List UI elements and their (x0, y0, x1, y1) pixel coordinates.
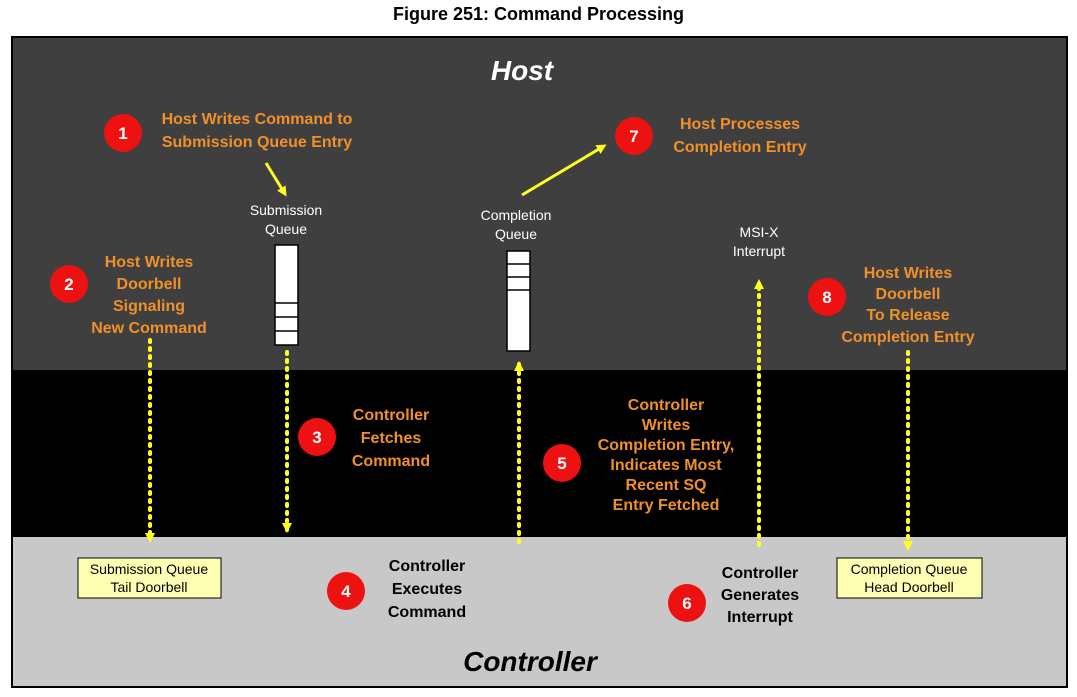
cq-head-doorbell-line2: Head Doorbell (864, 579, 954, 595)
step-1-line2: Submission Queue Entry (162, 134, 352, 151)
controller-title: Controller (463, 646, 599, 677)
cq-head-doorbell-line1: Completion Queue (851, 561, 968, 577)
step-8-line4: Completion Entry (841, 329, 974, 346)
completion-queue-label-line1: Completion (481, 207, 552, 223)
step-2-line3: Signaling (113, 298, 185, 315)
step-2-line2: Doorbell (117, 276, 182, 293)
figure-title: Figure 251: Command Processing (392, 4, 685, 24)
step-6-line1: Controller (722, 565, 798, 582)
step-7-line2: Completion Entry (673, 139, 806, 156)
step-2-number: 2 (64, 275, 73, 294)
step-8-badge (808, 278, 846, 316)
step-5-line6: Entry Fetched (613, 497, 720, 514)
step-2-line1: Host Writes (105, 254, 194, 271)
sq-tail-doorbell-line1: Submission Queue (90, 561, 209, 577)
step-6-line2: Generates (721, 587, 799, 604)
step-5-number: 5 (557, 454, 566, 473)
step-2-line4: New Command (91, 320, 207, 337)
step-7: 7 Host Processes Completion Entry (615, 116, 807, 156)
step-6-badge (668, 584, 706, 622)
msix-interrupt-label-line1: MSI-X (740, 224, 780, 240)
step-4-line2: Executes (392, 581, 462, 598)
step-4-number: 4 (341, 582, 351, 601)
submission-queue-label-line1: Submission (250, 202, 322, 218)
step-8-line3: To Release (866, 307, 949, 324)
step-4-badge (327, 572, 365, 610)
step-4-line3: Command (388, 604, 466, 621)
step-3-badge (298, 418, 336, 456)
step-3-line1: Controller (353, 407, 429, 424)
arrow-command-to-sq (264, 162, 287, 197)
step-5-line1: Controller (628, 397, 704, 414)
step-5: 5 Controller Writes Completion Entry, In… (543, 397, 734, 514)
sq-tail-doorbell-line2: Tail Doorbell (110, 579, 187, 595)
step-1: 1 Host Writes Command to Submission Queu… (104, 111, 353, 152)
step-2: 2 Host Writes Doorbell Signaling New Com… (50, 254, 207, 337)
submission-queue-label-line2: Queue (265, 221, 307, 237)
step-5-line4: Indicates Most (610, 457, 722, 474)
step-6: 6 Controller Generates Interrupt (668, 565, 799, 626)
msix-interrupt-label-line2: Interrupt (733, 243, 785, 259)
step-3-number: 3 (312, 428, 321, 447)
step-8-line2: Doorbell (876, 286, 941, 303)
step-3-line2: Fetches (361, 430, 422, 447)
step-1-badge (104, 114, 142, 152)
step-1-line1: Host Writes Command to (162, 111, 353, 128)
submission-queue (274, 244, 299, 346)
host-title: Host (491, 55, 555, 86)
step-7-line1: Host Processes (680, 116, 800, 133)
step-5-line2: Writes (642, 417, 691, 434)
step-4-line1: Controller (389, 558, 465, 575)
sq-tail-doorbell: Submission Queue Tail Doorbell (77, 557, 222, 599)
step-8-line1: Host Writes (864, 265, 953, 282)
step-7-number: 7 (629, 127, 638, 146)
step-5-line3: Completion Entry, (598, 437, 735, 454)
step-3: 3 Controller Fetches Command (298, 407, 430, 470)
transport-region (12, 370, 1067, 537)
completion-queue-label-line2: Queue (495, 226, 537, 242)
step-1-number: 1 (118, 124, 127, 143)
step-7-badge (615, 117, 653, 155)
step-6-line3: Interrupt (727, 609, 793, 626)
host-region (12, 37, 1067, 370)
completion-queue (506, 250, 531, 352)
step-8-number: 8 (822, 288, 831, 307)
step-6-number: 6 (682, 594, 691, 613)
step-5-badge (543, 444, 581, 482)
step-3-line3: Command (352, 453, 430, 470)
arrow-cq-to-host (521, 144, 607, 197)
diagram-border (11, 36, 1068, 688)
step-2-badge (50, 265, 88, 303)
step-4: 4 Controller Executes Command (327, 558, 466, 621)
step-5-line5: Recent SQ (626, 477, 707, 494)
cq-head-doorbell: Completion Queue Head Doorbell (836, 557, 983, 599)
step-8: 8 Host Writes Doorbell To Release Comple… (808, 265, 975, 346)
